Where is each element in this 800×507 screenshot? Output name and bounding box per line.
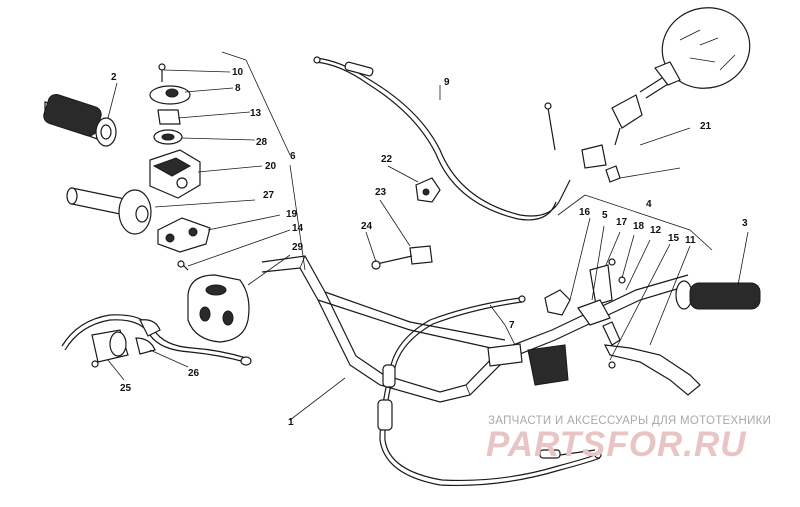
clutch-cable: [377, 295, 602, 487]
callout-8: 8: [235, 83, 241, 94]
right-grip: [675, 231, 761, 310]
callout-17: 17: [616, 217, 628, 228]
callout-12: 12: [650, 225, 662, 236]
callout-14: 14: [292, 223, 304, 234]
callout-16: 16: [579, 207, 591, 218]
group-6-bracket: [221, 51, 306, 271]
callout-26: 26: [188, 368, 200, 379]
callout-2: 2: [111, 72, 117, 83]
callout-22: 22: [381, 154, 393, 165]
throttle-cable: [313, 56, 571, 221]
throttle-housing: [149, 63, 291, 271]
callout-13: 13: [250, 108, 262, 119]
callout-24: 24: [361, 221, 373, 232]
callout-3: 3: [742, 218, 748, 229]
callout-18: 18: [633, 221, 645, 232]
left-grip: [43, 82, 118, 147]
callout-6: 6: [290, 151, 296, 162]
callout-27: 27: [263, 190, 275, 201]
throttle-tube: [66, 187, 256, 235]
callout-labels: 1 2 3 4 5 6 7 8 9 10 11 12 13 14 15 16 1…: [111, 67, 748, 428]
callout-10: 10: [232, 67, 244, 78]
callout-29: 29: [292, 242, 304, 253]
callout-25: 25: [120, 383, 132, 394]
callout-1: 1: [288, 417, 294, 428]
mirror: [581, 7, 751, 183]
right-controls: [487, 194, 713, 396]
callout-11: 11: [685, 235, 696, 246]
watermark-tagline: ЗАПЧАСТИ И АКСЕССУАРЫ ДЛЯ МОТОТЕХНИКИ: [488, 415, 772, 427]
callout-20: 20: [265, 161, 277, 172]
callout-9: 9: [444, 77, 450, 88]
callout-23: 23: [375, 187, 387, 198]
watermark-logo: PARTSFOR.RU: [486, 425, 747, 464]
callout-28: 28: [256, 137, 268, 148]
wiring-harness: [61, 314, 252, 381]
handlebar: [261, 255, 691, 421]
callout-19: 19: [286, 209, 298, 220]
callout-7: 7: [509, 320, 515, 331]
callout-4: 4: [646, 199, 652, 210]
callout-5: 5: [602, 210, 608, 221]
switch-housing: [187, 254, 291, 343]
callout-21: 21: [700, 121, 712, 132]
callout-15: 15: [668, 233, 680, 244]
cable-clips: [365, 165, 441, 270]
